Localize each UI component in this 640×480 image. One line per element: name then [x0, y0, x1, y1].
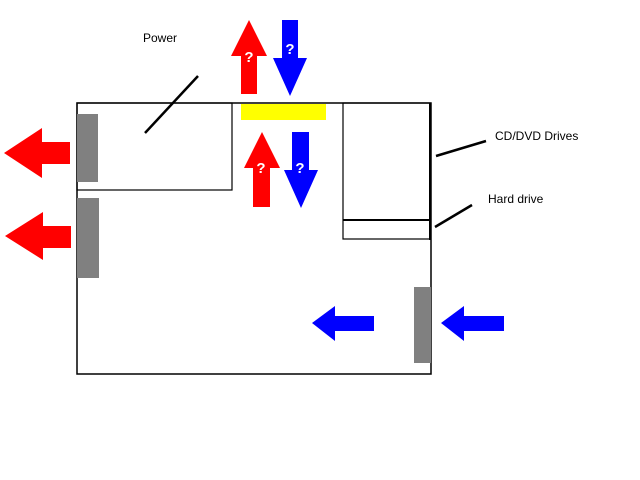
top-exhaust-arrow — [231, 20, 267, 94]
cd-dvd-leader-line — [435, 139, 487, 158]
drive-bay-box — [342, 102, 431, 240]
inner-intake-arrow — [284, 132, 318, 208]
rear-lower-fan — [77, 198, 99, 278]
rear-upper-exhaust-arrow — [4, 128, 70, 178]
hard-drive-leader-line — [434, 203, 473, 229]
rear-lower-exhaust-arrow — [5, 212, 71, 260]
front-intake-outer-arrow — [441, 306, 504, 341]
inner-exhaust-question-mark: ? — [256, 160, 265, 177]
front-fan — [414, 287, 431, 363]
top-intake-arrow — [273, 20, 307, 96]
power-supply-box — [76, 102, 233, 191]
front-intake-inner-arrow — [312, 306, 374, 341]
top-exhaust-question-mark: ? — [244, 49, 253, 66]
inner-exhaust-arrow — [244, 132, 280, 207]
top-intake-question-mark: ? — [285, 41, 294, 58]
power-label: Power — [143, 31, 177, 45]
rear-upper-fan — [77, 114, 98, 182]
inner-intake-question-mark: ? — [295, 160, 304, 177]
power-leader-line — [144, 75, 199, 134]
top-vent — [241, 104, 326, 120]
cd-dvd-label: CD/DVD Drives — [495, 129, 578, 143]
hard-drive-label: Hard drive — [488, 192, 544, 206]
